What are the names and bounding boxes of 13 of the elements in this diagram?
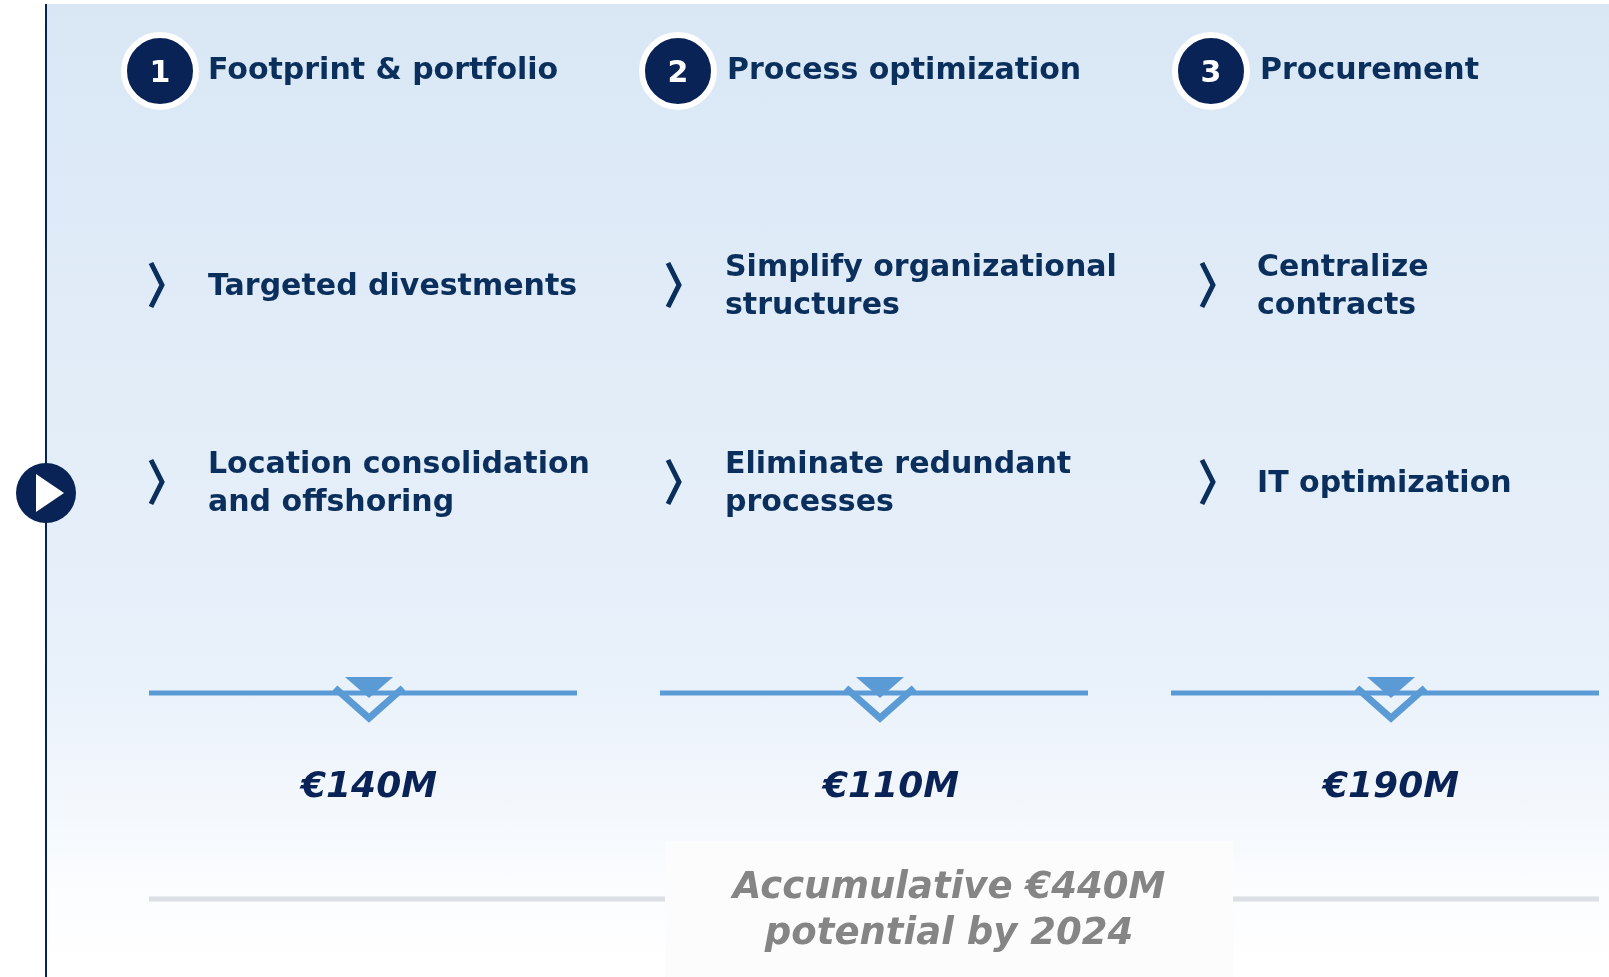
column-heading: Procurement (1260, 51, 1479, 86)
bullet-text: Simplify organizational structures (725, 247, 1118, 323)
total-text: Accumulative €440M potential by 2024 (729, 863, 1167, 955)
value-text: €140M (298, 764, 438, 805)
bullet-text: Location consolidation and offshoring (208, 444, 591, 520)
bullet-text: Eliminate redundant processes (725, 444, 1073, 520)
column-heading: Footprint & portfolio (208, 51, 559, 86)
bullet-text: Targeted divestments (208, 266, 579, 304)
column-heading: Process optimization (727, 51, 1082, 86)
value-text: €190M (1320, 764, 1460, 805)
bullet-text: Centralize contracts (1257, 247, 1430, 323)
bullet-text: IT optimization (1257, 463, 1513, 501)
value-text: €110M (820, 764, 960, 805)
